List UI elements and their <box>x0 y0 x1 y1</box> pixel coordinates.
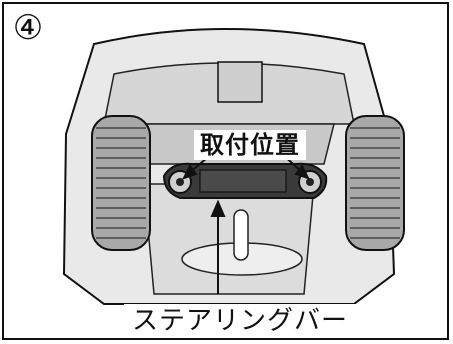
rear-bracket <box>217 61 263 103</box>
illustration-panel: ④ 取付位置 ステアリングバー <box>2 2 449 340</box>
steering-bar-label: ステアリングバー <box>124 304 357 338</box>
lower-chassis <box>143 183 315 295</box>
vehicle-underside-illustration <box>62 28 405 305</box>
steering-bar <box>162 162 328 199</box>
mounting-position-label: 取付位置 <box>194 130 306 160</box>
callout-arrowhead-left <box>182 164 198 180</box>
chassis-slot <box>233 209 249 261</box>
step-number: ④ <box>12 8 44 48</box>
left-tire <box>91 115 151 251</box>
right-tire <box>345 115 405 251</box>
caption-arrowhead <box>210 199 226 217</box>
callout-arrowhead-right <box>294 164 310 180</box>
